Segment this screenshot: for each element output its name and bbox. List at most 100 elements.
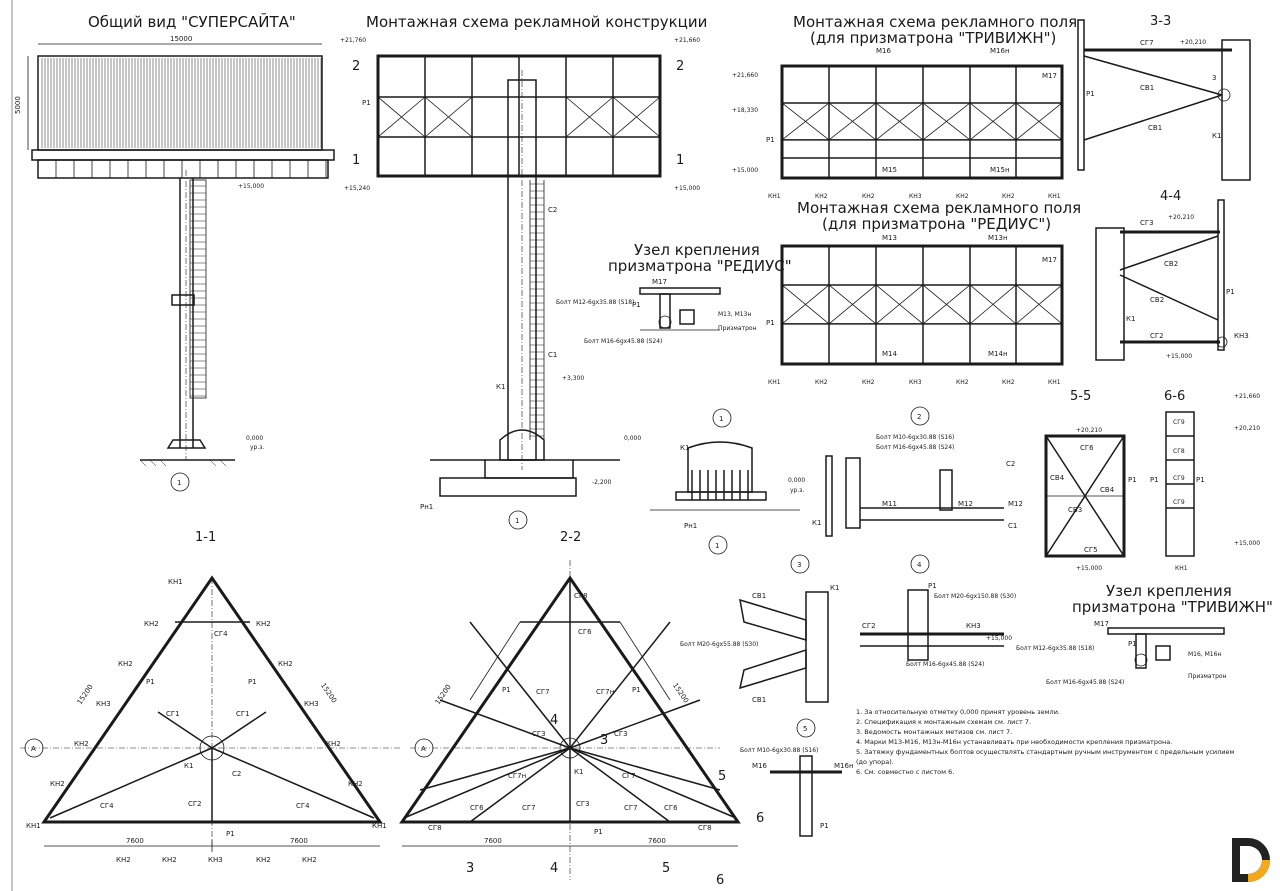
d4-bolt-b: Болт М16-6gх45.88 (S24) (906, 661, 984, 668)
p2-cut-6a: 6 (756, 811, 764, 826)
level-15000-b: +15,000 (674, 185, 700, 192)
field1-kn-label-4: КН2 (956, 193, 969, 200)
p1-SG4-a: СГ4 (214, 630, 228, 638)
field1-kn-label-5: КН2 (1002, 193, 1015, 200)
s44-SG3: СГ3 (1140, 219, 1154, 227)
fr-M17: М17 (1042, 256, 1057, 264)
note-3: 3. Ведомость монтажных метизов см. лист … (856, 728, 1012, 736)
brand-logo (1232, 838, 1270, 882)
nr-prism: Призматрон (718, 325, 757, 332)
p2-dim-7600a: 7600 (484, 837, 502, 845)
p2-cut-5a: 5 (718, 769, 726, 784)
node-radius-title-1: Узел крепления (634, 241, 760, 259)
field2-kn-label-6: КН1 (1048, 379, 1061, 386)
ft-M16n: М16н (990, 47, 1010, 55)
node-radius-title-2: призматрона "РЕДИУС" (608, 257, 792, 275)
fr-M14n: М14н (988, 350, 1008, 358)
p2-SG6-top: СГ6 (578, 628, 592, 636)
s33-callout-3: 3 (1212, 74, 1216, 82)
mount-K1: К1 (496, 383, 505, 391)
s66-SG8: СГ8 (1173, 448, 1185, 455)
p2-cut-5b: 5 (662, 861, 670, 876)
level-0-b: 0,000 (624, 435, 641, 442)
p1-KH2-a: КН2 (144, 620, 159, 628)
nt-bolt-b: Болт М16-6gх45.88 (S24) (1046, 679, 1124, 686)
p2-cut-3b: 3 (466, 861, 474, 876)
s44-P1: Р1 (1226, 288, 1235, 296)
section-6-6-drawing: СГ9 СГ8 СГ9 СГ9 Р1 Р1 КН1 +21,660 +20,21… (1150, 393, 1260, 572)
plan-2-2-drawing: 7600 7600 15200 15200 А СГ8 СГ6 Р1 Р1 СГ… (399, 560, 764, 888)
overview-drawing: 1 15000 5000 +21,760 +15,240 +15,000 0,0… (14, 35, 370, 492)
p1-KH3-a: КН3 (96, 700, 111, 708)
s55-SV4b: СВ4 (1100, 486, 1115, 494)
p1-axis-A: А (31, 745, 36, 753)
s55-SV3: СВ3 (1068, 506, 1082, 514)
level-m2200: -2,200 (592, 479, 612, 486)
section-1-1-title: 1-1 (195, 530, 216, 545)
section-3-3-title: 3-3 (1150, 14, 1171, 29)
p1-dim-15200b: 15200 (319, 682, 338, 705)
p1-KH2-e: КН2 (74, 740, 89, 748)
p2-K1: К1 (574, 768, 583, 776)
note-5: 5. Затяжку фундаментных болтов осуществл… (856, 748, 1234, 756)
mount-scheme-drawing: 1 Р1 С2 С1 К1 Рн1 +21,660 +15,000 +3,300… (352, 37, 700, 530)
d3-callout: 3 (797, 561, 801, 569)
p2-cut-3a: 3 (600, 733, 608, 748)
fr-P1: Р1 (766, 319, 775, 327)
d2-M12b: М12 (1008, 500, 1023, 508)
ft-M17: М17 (1042, 72, 1057, 80)
s66-SG9a: СГ9 (1173, 419, 1185, 426)
logo-accent-shape (1248, 860, 1270, 882)
mount-Pn1: Рн1 (420, 503, 433, 511)
level-ur-a: ур.з. (250, 444, 264, 451)
p2-SG3-c: СГ3 (576, 800, 590, 808)
p2-SG7-b: СГ7 (622, 772, 636, 780)
d4-KH3: КН3 (966, 622, 981, 630)
section-2-2-title: 2-2 (560, 530, 581, 545)
d2-C2: С2 (1006, 460, 1015, 468)
node-trivision-title-1: Узел крепления (1106, 582, 1232, 600)
d4-P1: Р1 (928, 582, 937, 590)
d5-M16: М16 (752, 762, 767, 770)
field-trivision-drawing: Р1 М16 М16н М17 М15 М15н +21,660 +18,330… (732, 47, 1064, 200)
node-trivision-title-2: призматрона "ТРИВИЖН" (1072, 598, 1273, 616)
p1-KH2-i: КН2 (116, 856, 131, 864)
s66-SG9b: СГ9 (1173, 475, 1185, 482)
nr-bolt-b: Болт М16-6gх45.88 (S24) (584, 338, 662, 345)
p1-KH2-l: КН2 (302, 856, 317, 864)
p2-SG7-c: СГ7 (522, 804, 536, 812)
s44-SV2a: СВ2 (1164, 260, 1178, 268)
field1-kn-label-1: КН2 (815, 193, 828, 200)
level-15000-a: +15,000 (238, 183, 264, 190)
s66-P1b: Р1 (1196, 476, 1205, 484)
section-5-5-title: 5-5 (1070, 389, 1091, 404)
p2-cut-6b: 6 (716, 873, 724, 888)
level-20210-d: +20,210 (1234, 425, 1260, 432)
field1-kn-label-2: КН2 (862, 193, 875, 200)
s66-P1a: Р1 (1150, 476, 1159, 484)
field1-kn-label-6: КН1 (1048, 193, 1061, 200)
nt-prism: Призматрон (1188, 673, 1227, 680)
p2-SG7-d: СГ7 (624, 804, 638, 812)
p2-SG6-a: СГ6 (470, 804, 484, 812)
overview-callout-1: 1 (177, 479, 181, 487)
p2-SG8-top: СГ8 (574, 592, 588, 600)
field2-kn-label-3: КН3 (909, 379, 922, 386)
detail-4-drawing: 4 Р1 СГ2 КН3 Болт М20-6gх150.88 (S30) Бо… (860, 554, 1016, 668)
d1-level-0: 0,000 (788, 477, 805, 484)
nr-P1: Р1 (632, 301, 641, 309)
d1-callout: 1 (719, 415, 723, 423)
dim-5000: 5000 (14, 96, 22, 114)
s66-SG9c: СГ9 (1173, 499, 1185, 506)
cut-1-right: 1 (676, 153, 684, 168)
p2-SG8-r: СГ8 (698, 824, 712, 832)
ft-P1: Р1 (766, 136, 775, 144)
p2-SG7n-b: СГ7н (508, 772, 526, 780)
d5-P1: Р1 (820, 822, 829, 830)
p1-KH3-b: КН3 (304, 700, 319, 708)
s33-SV1b: СВ1 (1148, 124, 1162, 132)
p1-K1: К1 (184, 762, 193, 770)
fr-M13n: М13н (988, 234, 1008, 242)
notes-block: 1. За относительную отметку 0,000 принят… (856, 708, 1234, 776)
